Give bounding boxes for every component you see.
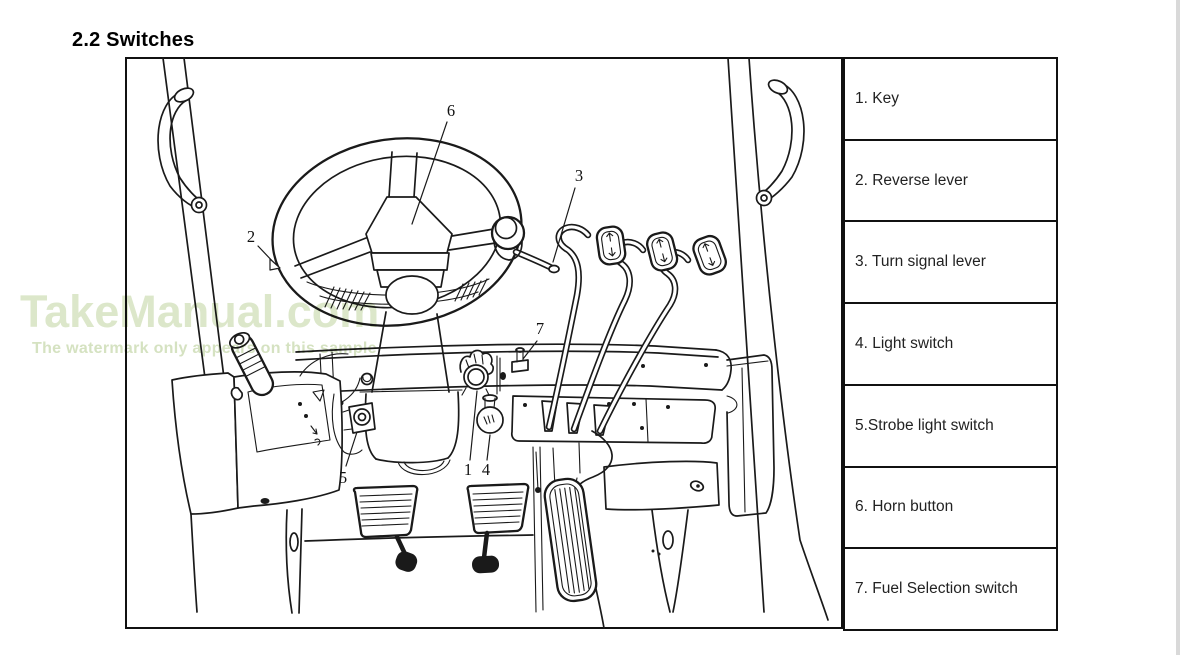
- lever-knob: [692, 234, 727, 276]
- reverse-lever: [229, 331, 275, 397]
- legend-row-horn-button: 6. Horn button: [845, 468, 1056, 550]
- lever-knob: [646, 231, 679, 272]
- steering-wheel: [271, 137, 523, 327]
- callout-leaders: [257, 121, 576, 467]
- legend-row-fuel-selection-switch: 7. Fuel Selection switch: [855, 580, 1018, 598]
- fuel-selection-switch: [511, 347, 529, 373]
- steering-column: [331, 311, 463, 476]
- callout-reverse-lever: 2: [246, 227, 256, 246]
- accelerator-pedal: [535, 447, 598, 603]
- floor: [304, 446, 544, 613]
- page-edge-line: [1176, 0, 1180, 655]
- strobe-light-switch: [342, 402, 376, 434]
- legend-row-strobe-light-switch: 5.Strobe light switch: [845, 386, 1056, 468]
- clutch-pedal: [352, 484, 419, 572]
- watermark-title: TakeManual.com: [20, 286, 380, 337]
- callout-light-switch: 4: [481, 460, 491, 479]
- left-pillar: [157, 57, 225, 379]
- hydraulic-levers: [545, 223, 727, 435]
- legend-table: 1. Key 2. Reverse lever 3. Turn signal l…: [843, 57, 1058, 631]
- legend-row-reverse-lever: 2. Reverse lever: [845, 141, 1056, 223]
- watermark-subtitle: The watermark only appears on this sampl…: [32, 340, 377, 357]
- key-switch: [459, 349, 495, 396]
- dash-rail: [295, 343, 732, 406]
- right-pillar: [727, 57, 829, 621]
- light-switch: [476, 394, 504, 434]
- callout-turn-signal-lever: 3: [574, 166, 584, 185]
- callout-horn-button: 6: [446, 101, 456, 120]
- reverse-lever-console: [171, 331, 361, 614]
- right-body-panel: [570, 354, 775, 629]
- callout-fuel-selection-switch: 7: [535, 319, 545, 338]
- callout-strobe-light-switch: 5: [338, 468, 348, 487]
- turn-signal-lever: [490, 215, 560, 274]
- brake-pedal: [466, 482, 530, 574]
- callout-key: 1: [463, 460, 473, 479]
- cab-interior-diagram: [157, 57, 829, 629]
- legend-row-light-switch: 4. Light switch: [845, 304, 1056, 386]
- lever-knob: [595, 225, 627, 266]
- section-heading: 2.2 Switches: [72, 29, 195, 51]
- legend-row-key: 1. Key: [845, 59, 1056, 141]
- legend-row-turn-signal-lever: 3. Turn signal lever: [845, 222, 1056, 305]
- lever-plate: [510, 395, 717, 445]
